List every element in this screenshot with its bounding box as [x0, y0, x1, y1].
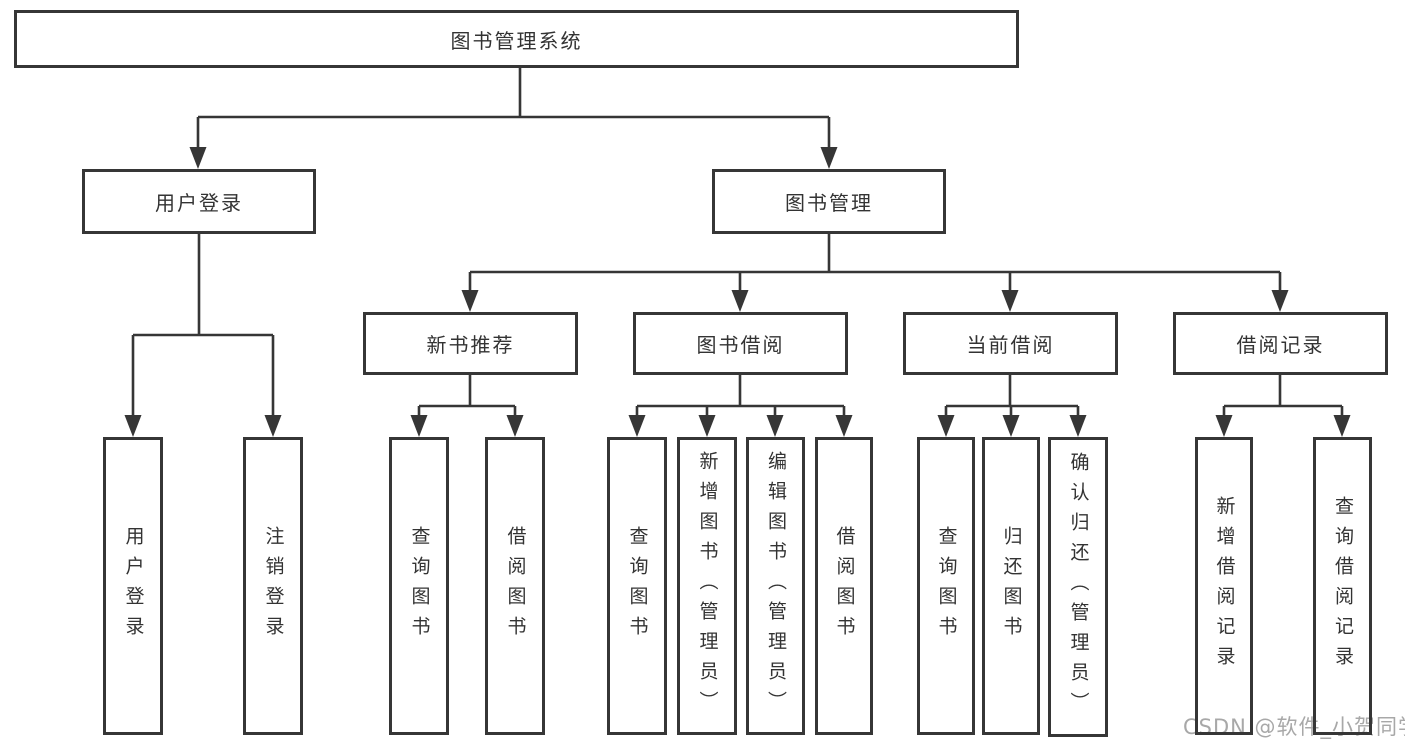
node-label: 用户登录 — [122, 526, 145, 646]
leaf-add-books-admin: 新增图书（管理员） — [677, 437, 737, 735]
leaf-query-books-recommend: 查询图书 — [389, 437, 449, 735]
node-label: 查询图书 — [935, 526, 958, 646]
leaf-borrow-books: 借阅图书 — [815, 437, 873, 735]
node-label: 当前借阅 — [966, 333, 1055, 357]
node-label: 归还图书 — [1000, 526, 1023, 646]
node-label: 图书借阅 — [696, 333, 785, 357]
node-label: 注销登录 — [262, 526, 285, 646]
node-label: 查询图书 — [626, 526, 649, 646]
leaf-add-borrow-record: 新增借阅记录 — [1195, 437, 1253, 735]
node-library-system: 图书管理系统 — [14, 10, 1019, 68]
connector-current-borrow-children — [937, 375, 1087, 437]
leaf-logout: 注销登录 — [243, 437, 303, 735]
node-label: 图书管理系统 — [450, 28, 583, 53]
connector-borrow-records-children — [1215, 375, 1351, 437]
leaf-query-borrow-record: 查询借阅记录 — [1313, 437, 1372, 735]
leaf-user-login: 用户登录 — [103, 437, 163, 735]
connector-user-login-children — [124, 233, 282, 437]
node-new-book-recommend: 新书推荐 — [363, 312, 578, 375]
node-label: 新书推荐 — [426, 333, 515, 357]
connector-book-borrow-children — [628, 375, 853, 437]
leaf-edit-books-admin: 编辑图书（管理员） — [746, 437, 805, 735]
node-label: 新增借阅记录 — [1213, 496, 1236, 676]
node-label: 新增图书（管理员） — [696, 451, 719, 721]
node-current-borrow: 当前借阅 — [903, 312, 1118, 375]
leaf-query-books-current: 查询图书 — [917, 437, 975, 735]
leaf-return-books: 归还图书 — [982, 437, 1040, 735]
leaf-borrow-books-recommend: 借阅图书 — [485, 437, 545, 735]
node-label: 查询图书 — [408, 526, 431, 646]
leaf-confirm-return-admin: 确认归还（管理员） — [1048, 437, 1108, 737]
node-borrow-records: 借阅记录 — [1173, 312, 1388, 375]
node-label: 编辑图书（管理员） — [765, 451, 787, 721]
connector-new-book-children — [410, 375, 524, 437]
node-label: 图书管理 — [785, 191, 873, 215]
node-user-login: 用户登录 — [82, 169, 316, 234]
node-label: 借阅图书 — [504, 526, 527, 646]
node-label: 查询借阅记录 — [1332, 496, 1354, 676]
csdn-watermark: CSDN @软件_小贺同学 — [1183, 715, 1405, 739]
leaf-query-books-borrow: 查询图书 — [607, 437, 667, 735]
connector-book-management-children — [461, 233, 1289, 312]
node-label: 借阅记录 — [1236, 333, 1325, 357]
node-label: 用户登录 — [155, 191, 243, 215]
connector-root-to-level2 — [189, 67, 838, 169]
node-book-borrow: 图书借阅 — [633, 312, 848, 375]
node-label: 借阅图书 — [833, 526, 856, 646]
node-book-management: 图书管理 — [712, 169, 946, 234]
node-label: 确认归还（管理员） — [1067, 452, 1090, 722]
